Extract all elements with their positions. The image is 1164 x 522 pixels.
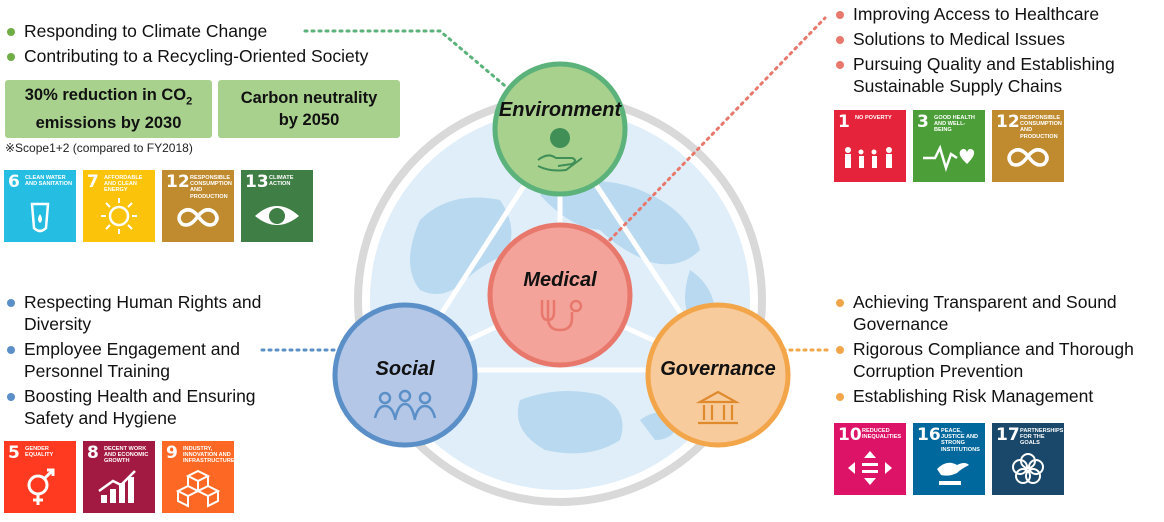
sdg-13-tile: 13Climate action	[241, 170, 313, 242]
environment-circle: Environment	[492, 61, 628, 197]
environment-bullet: Responding to Climate Change	[6, 20, 426, 42]
sdg-12-tile: 12Responsible consumption and production	[162, 170, 234, 242]
sdg-9-tile: 9Industry, innovation and infrastructure	[162, 441, 234, 513]
sdg-7-tile: 7Affordable and clean energy	[83, 170, 155, 242]
governance-bullet: Achieving Transparent and Sound Governan…	[835, 291, 1160, 335]
governance-bullets: Achieving Transparent and Sound Governan…	[835, 291, 1160, 410]
carbon-neutral-line1: Carbon neutrality	[240, 89, 378, 107]
gender-icon	[27, 468, 55, 505]
sdg-5-tile: 5Gender equality	[4, 441, 76, 513]
co2-target-line1: 30% reduction in CO	[24, 85, 187, 104]
water-drop-icon	[30, 202, 50, 233]
environment-bullet: Contributing to a Recycling-Oriented Soc…	[6, 45, 426, 67]
carbon-neutral-line2: by 2050	[278, 111, 340, 129]
people-group-icon	[373, 389, 437, 421]
sdg-3-tile: 3Good health and well-being	[913, 110, 985, 182]
medical-bullet: Improving Access to Healthcare	[835, 3, 1160, 25]
governance-circle: Governance	[645, 302, 791, 448]
social-bullet: Respecting Human Rights and Diversity	[6, 291, 286, 335]
co2-target-box: 30% reduction in CO2 emissions by 2030	[5, 80, 212, 138]
scope-note: ※Scope1+2 (compared to FY2018)	[5, 141, 193, 155]
stethoscope-icon	[540, 299, 583, 332]
medical-circle: Medical	[487, 222, 633, 368]
governance-bullet: Rigorous Compliance and Thorough Corrupt…	[835, 338, 1160, 382]
social-circle: Social	[332, 302, 478, 448]
co2-target-line2: emissions by 2030	[35, 114, 182, 133]
sdg-16-tile: 16Peace, justice and strong institutions	[913, 423, 985, 495]
social-bullet: Employee Engagement and Personnel Traini…	[6, 338, 286, 382]
heartbeat-icon	[923, 144, 975, 173]
medical-bullet: Solutions to Medical Issues	[835, 28, 1160, 50]
leader-lines	[260, 16, 830, 352]
social-title: Social	[376, 358, 435, 380]
infinity-loop-icon	[1007, 148, 1049, 167]
medical-bullet: Pursuing Quality and Establishing Sustai…	[835, 53, 1160, 97]
globe-hand-icon	[537, 128, 583, 172]
sdg-12-tile: 12Responsible consumption and production	[992, 110, 1064, 182]
family-icon	[845, 147, 892, 168]
sdg-17-tile: 17Partnerships for the goals	[992, 423, 1064, 495]
sdg-10-tile: 10Reduced inequalities	[834, 423, 906, 495]
cubes-icon	[175, 469, 221, 508]
institution-building-icon	[695, 390, 741, 425]
sun-power-icon	[101, 198, 137, 234]
growth-chart-icon	[98, 470, 136, 503]
infinity-loop-icon	[177, 208, 219, 227]
carbon-neutral-box: Carbon neutrality by 2050	[218, 80, 400, 138]
governance-title: Governance	[660, 358, 776, 380]
dove-gavel-icon	[937, 462, 969, 485]
environment-bullets: Responding to Climate Change Contributin…	[6, 20, 426, 70]
flower-rings-icon	[1012, 453, 1044, 484]
environment-title: Environment	[499, 99, 623, 121]
co2-subscript: 2	[186, 95, 193, 108]
sdg-8-tile: 8Decent work and economic growth	[83, 441, 155, 513]
governance-bullet: Establishing Risk Management	[835, 385, 1160, 407]
social-bullets: Respecting Human Rights and Diversity Em…	[6, 291, 286, 432]
medical-bullets: Improving Access to Healthcare Solutions…	[835, 3, 1160, 100]
medical-title: Medical	[523, 269, 597, 291]
sdg-6-tile: 6Clean water and sanitation	[4, 170, 76, 242]
social-bullet: Boosting Health and Ensuring Safety and …	[6, 385, 286, 429]
sdg-1-tile: 1No poverty	[834, 110, 906, 182]
eye-globe-icon	[255, 206, 299, 225]
equality-arrows-icon	[848, 451, 892, 485]
